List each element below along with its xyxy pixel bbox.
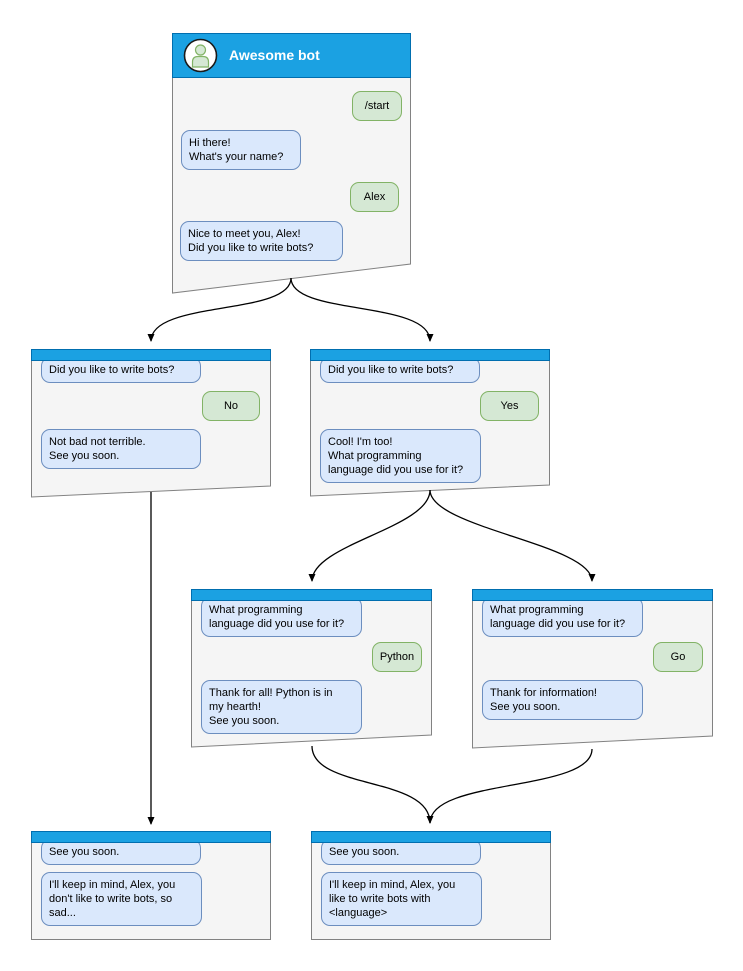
chat-window-branch-yes: Did you like to write bots? Yes Cool! I'…: [310, 349, 550, 499]
user-message-bubble: No: [202, 391, 260, 421]
bot-message-bubble: I'll keep in mind, Alex, you don't like …: [41, 872, 202, 926]
arrow-go-to-end: [429, 748, 593, 824]
chat-window-branch-go: What programming language did you use fo…: [472, 589, 713, 750]
bot-message-bubble: Did you like to write bots?: [320, 357, 480, 383]
person-icon: [191, 44, 210, 68]
user-message-bubble: Alex: [350, 182, 399, 212]
user-message-bubble: Go: [653, 642, 703, 672]
arrow-python-to-end: [311, 745, 434, 824]
arrow-yes-to-go: [429, 489, 596, 582]
user-message-bubble: /start: [352, 91, 402, 121]
chat-window-branch-no: Did you like to write bots? No Not bad n…: [31, 349, 271, 499]
bot-message-bubble: Thank for information! See you soon.: [482, 680, 643, 720]
arrow-yes-to-python: [308, 489, 431, 582]
avatar: [183, 38, 218, 73]
bot-message-bubble: What programming language did you use fo…: [201, 597, 362, 637]
window-header: [311, 831, 551, 843]
bot-message-bubble: Cool! I'm too! What programming language…: [320, 429, 481, 483]
bot-message-bubble: What programming language did you use fo…: [482, 597, 643, 637]
bot-message-bubble: Not bad not terrible. See you soon.: [41, 429, 201, 469]
window-header: [31, 831, 271, 843]
bot-message-bubble: Hi there! What's your name?: [181, 130, 301, 170]
window-header: [310, 349, 550, 361]
user-message-bubble: Yes: [480, 391, 539, 421]
window-header: [191, 589, 432, 601]
chat-window-main: Awesome bot /start Hi there! What's your…: [172, 33, 411, 295]
window-title: Awesome bot: [229, 47, 320, 63]
user-message-bubble: Python: [372, 642, 422, 672]
window-header: [31, 349, 271, 361]
chat-window-end-yes: See you soon. I'll keep in mind, Alex, y…: [311, 831, 551, 941]
bot-message-bubble: Nice to meet you, Alex! Did you like to …: [180, 221, 343, 261]
chat-window-end-no: See you soon. I'll keep in mind, Alex, y…: [31, 831, 271, 941]
window-header: [472, 589, 713, 601]
bot-message-bubble: Thank for all! Python is in my hearth! S…: [201, 680, 362, 734]
bot-message-bubble: I'll keep in mind, Alex, you like to wri…: [321, 872, 482, 926]
chat-window-branch-python: What programming language did you use fo…: [191, 589, 432, 749]
